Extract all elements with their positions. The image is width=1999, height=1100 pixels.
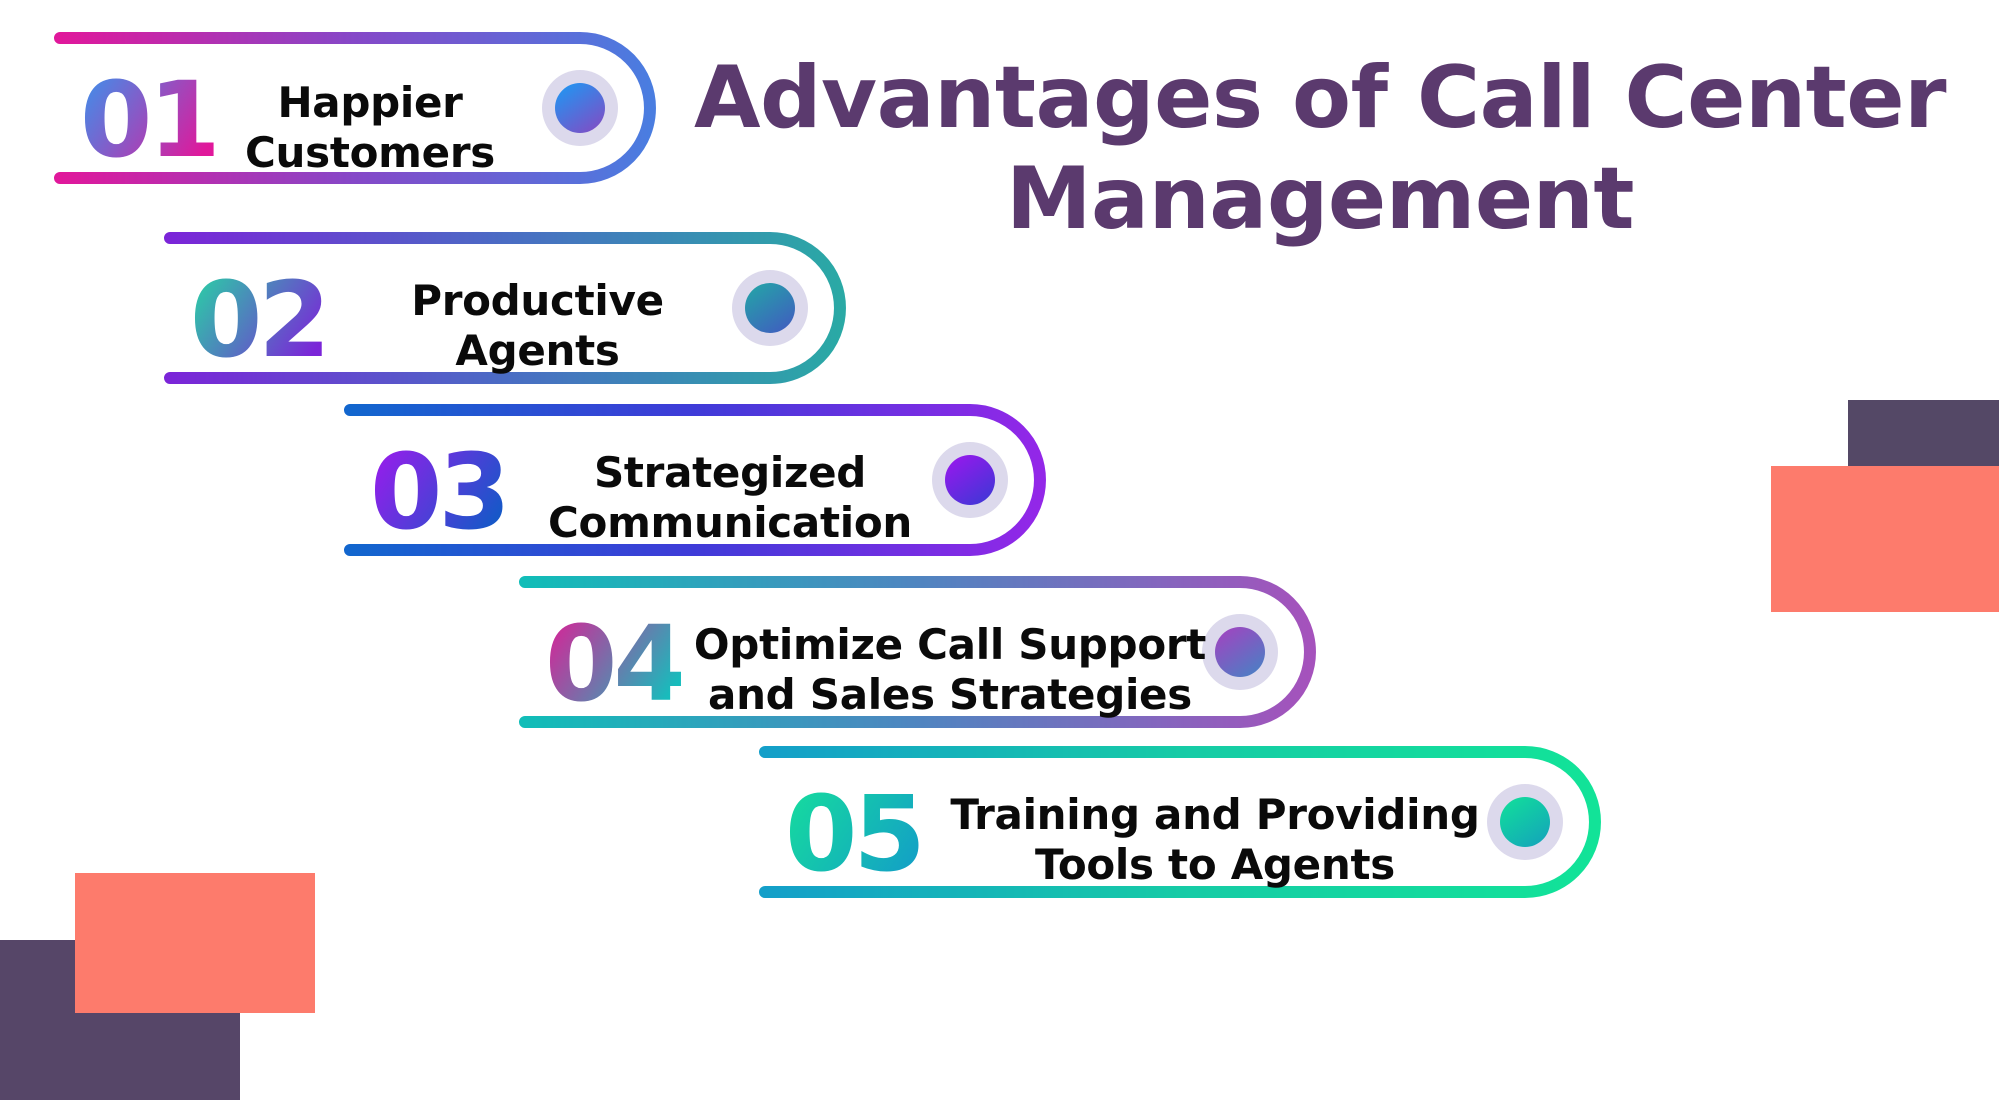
advantage-item-01[interactable]: 01 Happier Customers bbox=[40, 28, 740, 228]
advantage-item-04[interactable]: 04 Optimize Call Support and Sales Strat… bbox=[505, 572, 1400, 772]
page-title: Advantages of Call Center Management bbox=[693, 48, 1947, 250]
track-path bbox=[54, 32, 656, 184]
item-label: Optimize Call Support and Sales Strategi… bbox=[693, 620, 1207, 719]
dot-05[interactable] bbox=[1500, 797, 1550, 847]
item-label: Productive Agents bbox=[411, 276, 664, 375]
advantage-item-05[interactable]: 05 Training and Providing Tools to Agent… bbox=[745, 742, 1685, 942]
advantage-item-02[interactable]: 02 Productive Agents bbox=[150, 228, 930, 428]
item-label: Training and Providing Tools to Agents bbox=[950, 790, 1480, 889]
dot-04[interactable] bbox=[1215, 627, 1265, 677]
track-path bbox=[519, 576, 1316, 728]
advantage-track-05: 05 bbox=[759, 746, 1601, 898]
item-label: Strategized Communication bbox=[548, 448, 912, 547]
advantage-track-01: 01 bbox=[54, 32, 656, 184]
item-number: 04 bbox=[545, 603, 682, 725]
top-right-purple-rect bbox=[1848, 400, 1999, 470]
track-path bbox=[759, 746, 1601, 898]
item-number: 05 bbox=[785, 773, 922, 895]
track-path bbox=[344, 404, 1046, 556]
item-number: 02 bbox=[190, 259, 327, 381]
advantage-track-03: 03 bbox=[344, 404, 1046, 556]
item-number: 01 bbox=[80, 59, 217, 181]
advantage-track-04: 04 bbox=[519, 576, 1316, 728]
bottom-left-coral-rect bbox=[75, 873, 315, 1013]
item-number: 03 bbox=[370, 431, 507, 553]
dot-03[interactable] bbox=[945, 455, 995, 505]
top-right-coral-rect bbox=[1771, 466, 1999, 612]
advantage-item-03[interactable]: 03 Strategized Communication bbox=[330, 400, 1130, 600]
advantage-track-02: 02 bbox=[164, 232, 846, 384]
dot-02[interactable] bbox=[745, 283, 795, 333]
track-path bbox=[164, 232, 846, 384]
dot-01[interactable] bbox=[555, 83, 605, 133]
item-label: Happier Customers bbox=[245, 78, 495, 177]
